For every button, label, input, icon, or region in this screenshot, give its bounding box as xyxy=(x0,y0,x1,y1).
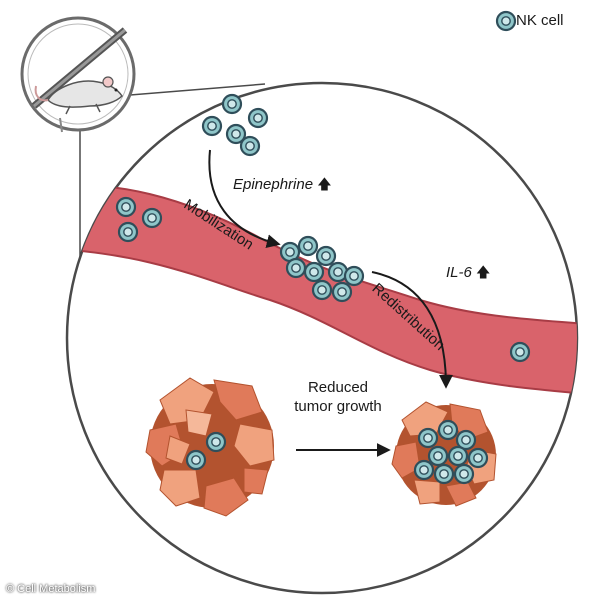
reduced-tumor-growth-label: Reduced tumor growth xyxy=(294,379,382,415)
legend-label: NK cell xyxy=(516,12,564,29)
il6-text: IL-6 xyxy=(446,264,472,281)
nk-cell xyxy=(285,257,307,279)
nk-cell xyxy=(115,196,137,218)
nk-cell xyxy=(239,135,261,157)
nk-cell xyxy=(315,245,337,267)
nk-cell xyxy=(205,431,227,453)
nk-cell xyxy=(303,261,325,283)
up-arrow-icon: 🡅 xyxy=(476,264,491,280)
il6-label: IL-6 🡅 xyxy=(446,262,490,286)
nk-cell xyxy=(447,445,469,467)
nk-cell xyxy=(185,449,207,471)
nk-cell xyxy=(311,279,333,301)
nk-cell xyxy=(201,115,223,137)
nk-cell xyxy=(247,107,269,129)
epinephrine-text: Epinephrine xyxy=(233,176,314,193)
up-arrow-icon: 🡅 xyxy=(317,176,332,192)
nk-cell xyxy=(433,463,455,485)
epinephrine-label: Epinephrine 🡅 xyxy=(233,174,332,198)
legend-nk-cell-icon xyxy=(495,10,517,32)
nk-cell xyxy=(417,427,439,449)
mouse-wheel-icon xyxy=(20,16,136,133)
mobilization-arrow xyxy=(208,149,281,249)
nk-cell xyxy=(141,207,163,229)
nk-cell xyxy=(117,221,139,243)
nk-cell xyxy=(343,265,365,287)
nk-cell xyxy=(413,459,435,481)
nk-cell xyxy=(467,447,489,469)
nk-cell xyxy=(453,463,475,485)
redistribution-arrow xyxy=(371,271,453,389)
nk-cell xyxy=(509,341,531,363)
nk-cell xyxy=(427,445,449,467)
nk-cell xyxy=(437,419,459,441)
nk-cell xyxy=(331,281,353,303)
nk-cell xyxy=(221,93,243,115)
credit-label: © Cell Metabolism xyxy=(6,583,96,595)
nk-cell xyxy=(297,235,319,257)
zoom-line-top xyxy=(117,83,266,97)
